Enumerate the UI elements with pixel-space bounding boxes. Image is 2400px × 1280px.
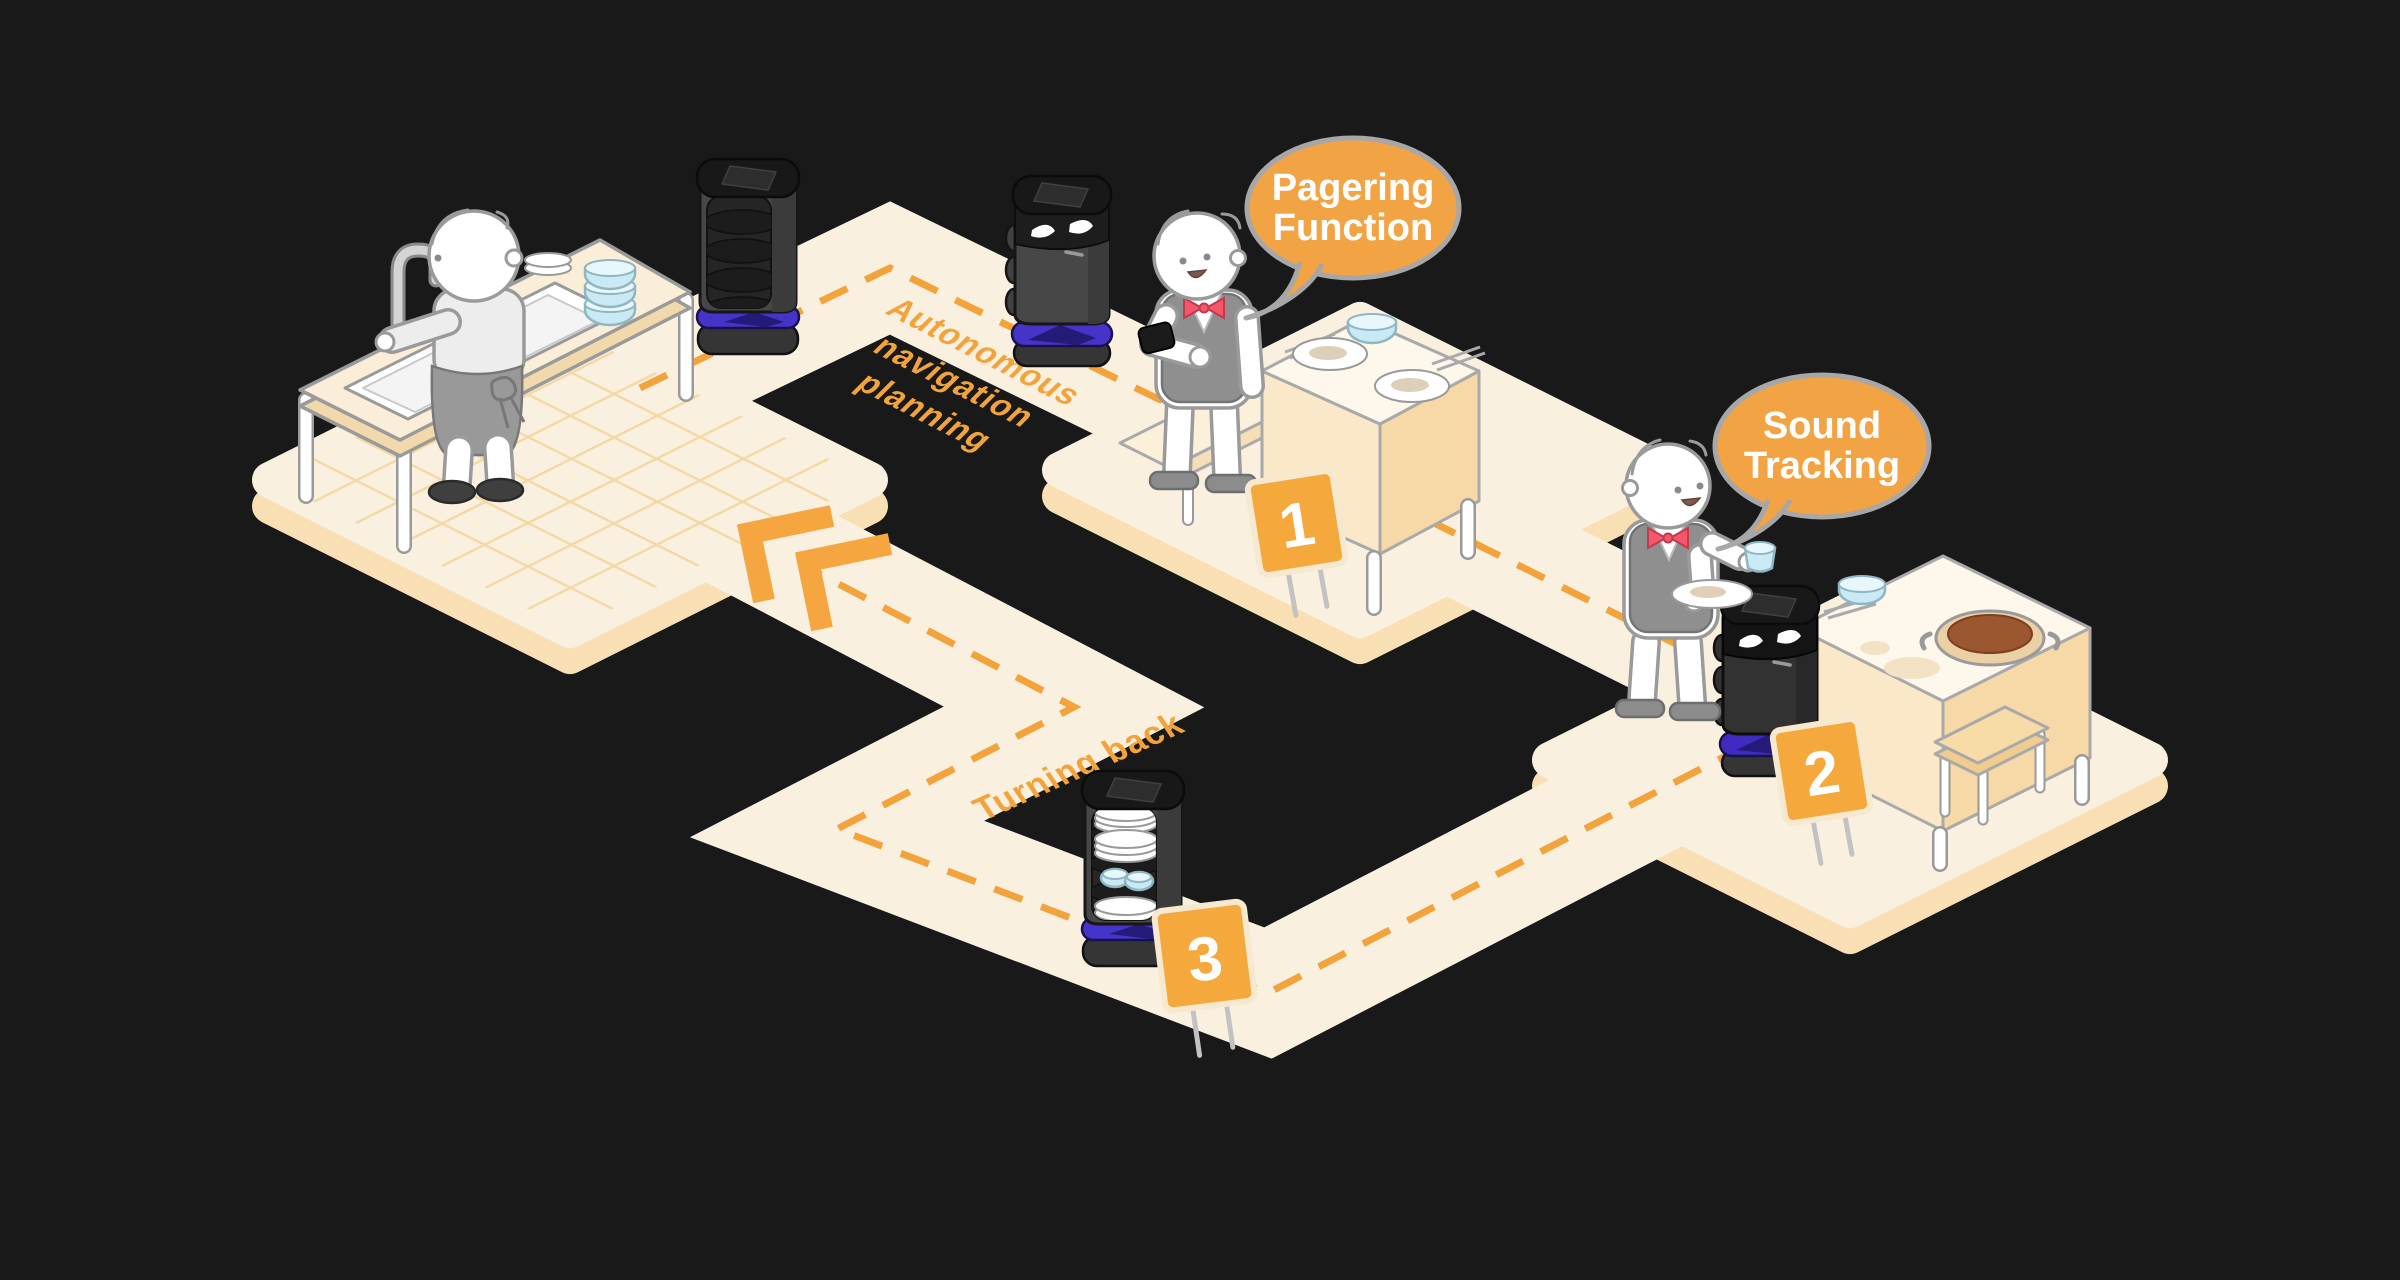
- bow-tie-icon: [1183, 296, 1225, 320]
- waiter-shoe: [1148, 470, 1200, 491]
- chef-apron: [430, 364, 524, 457]
- speech-bubble-sound-tracking: Sound Tracking: [1712, 372, 1932, 552]
- table-3-number: 3: [1184, 923, 1227, 996]
- waiter-shoe: [1668, 701, 1722, 722]
- chef-ear: [504, 248, 524, 268]
- robot-eye-icon: [1777, 629, 1801, 644]
- bubble-tail: [1243, 261, 1325, 321]
- waiter-2-figure: [1614, 438, 1777, 722]
- robot-route: [638, 264, 1747, 997]
- table-sign-2: 2: [1769, 716, 1874, 866]
- waiter-1-figure: [1137, 209, 1265, 494]
- route-dashed-path-3: [804, 563, 1747, 997]
- dining-table-1: [1260, 313, 1486, 616]
- robot-screen-icon: [720, 165, 778, 191]
- chef-hand: [374, 331, 396, 353]
- bubble-tail: [1715, 498, 1793, 552]
- chef-eye: [434, 254, 442, 262]
- shelf-robot-dishes-icon: [1080, 769, 1186, 968]
- speech-bubble-pagering: Pagering Function: [1243, 135, 1462, 321]
- robot-screen-icon: [1105, 777, 1163, 803]
- route-chevron-arrows: [737, 505, 893, 632]
- waiter-head: [1152, 211, 1242, 301]
- robot-screen-icon: [1740, 592, 1798, 618]
- sound-bubble-line2: Tracking: [1744, 445, 1900, 487]
- table-sign-1: 1: [1244, 468, 1349, 618]
- chef-shoe: [427, 479, 477, 505]
- shelf-robot-icon: [695, 157, 801, 356]
- robot-eye-icon: [1739, 634, 1763, 648]
- apron-bow: [490, 376, 526, 429]
- waiter-mouth: [1680, 497, 1702, 507]
- delivery-robot-icon: [1004, 174, 1114, 368]
- waiter-shoe: [1614, 698, 1666, 719]
- spill-stain: [1884, 657, 1940, 679]
- route-dashed-path-1: [638, 264, 1187, 416]
- stool: [1933, 705, 2050, 826]
- waiter-mouth: [1186, 269, 1208, 279]
- path-band-return-zigzag: [689, 468, 1818, 1059]
- pagering-bubble-line2: Function: [1273, 207, 1433, 249]
- robot-mouth: [1064, 250, 1084, 257]
- wrist-pager-icon: [1137, 321, 1176, 355]
- pagering-bubble-line1: Pagering: [1272, 167, 1435, 209]
- robot-eye-icon: [1069, 219, 1093, 234]
- robot-eye-icon: [1031, 224, 1055, 238]
- chef-figure: [374, 208, 526, 505]
- robot-screen-icon: [1032, 182, 1090, 208]
- sound-bubble-line1: Sound: [1763, 405, 1881, 447]
- chef-shoe: [475, 477, 525, 503]
- table-sign-3: 3: [1151, 898, 1258, 1058]
- bow-tie-icon: [1647, 526, 1689, 550]
- stool-top: [1933, 705, 2050, 765]
- bowl-stack: [583, 259, 637, 327]
